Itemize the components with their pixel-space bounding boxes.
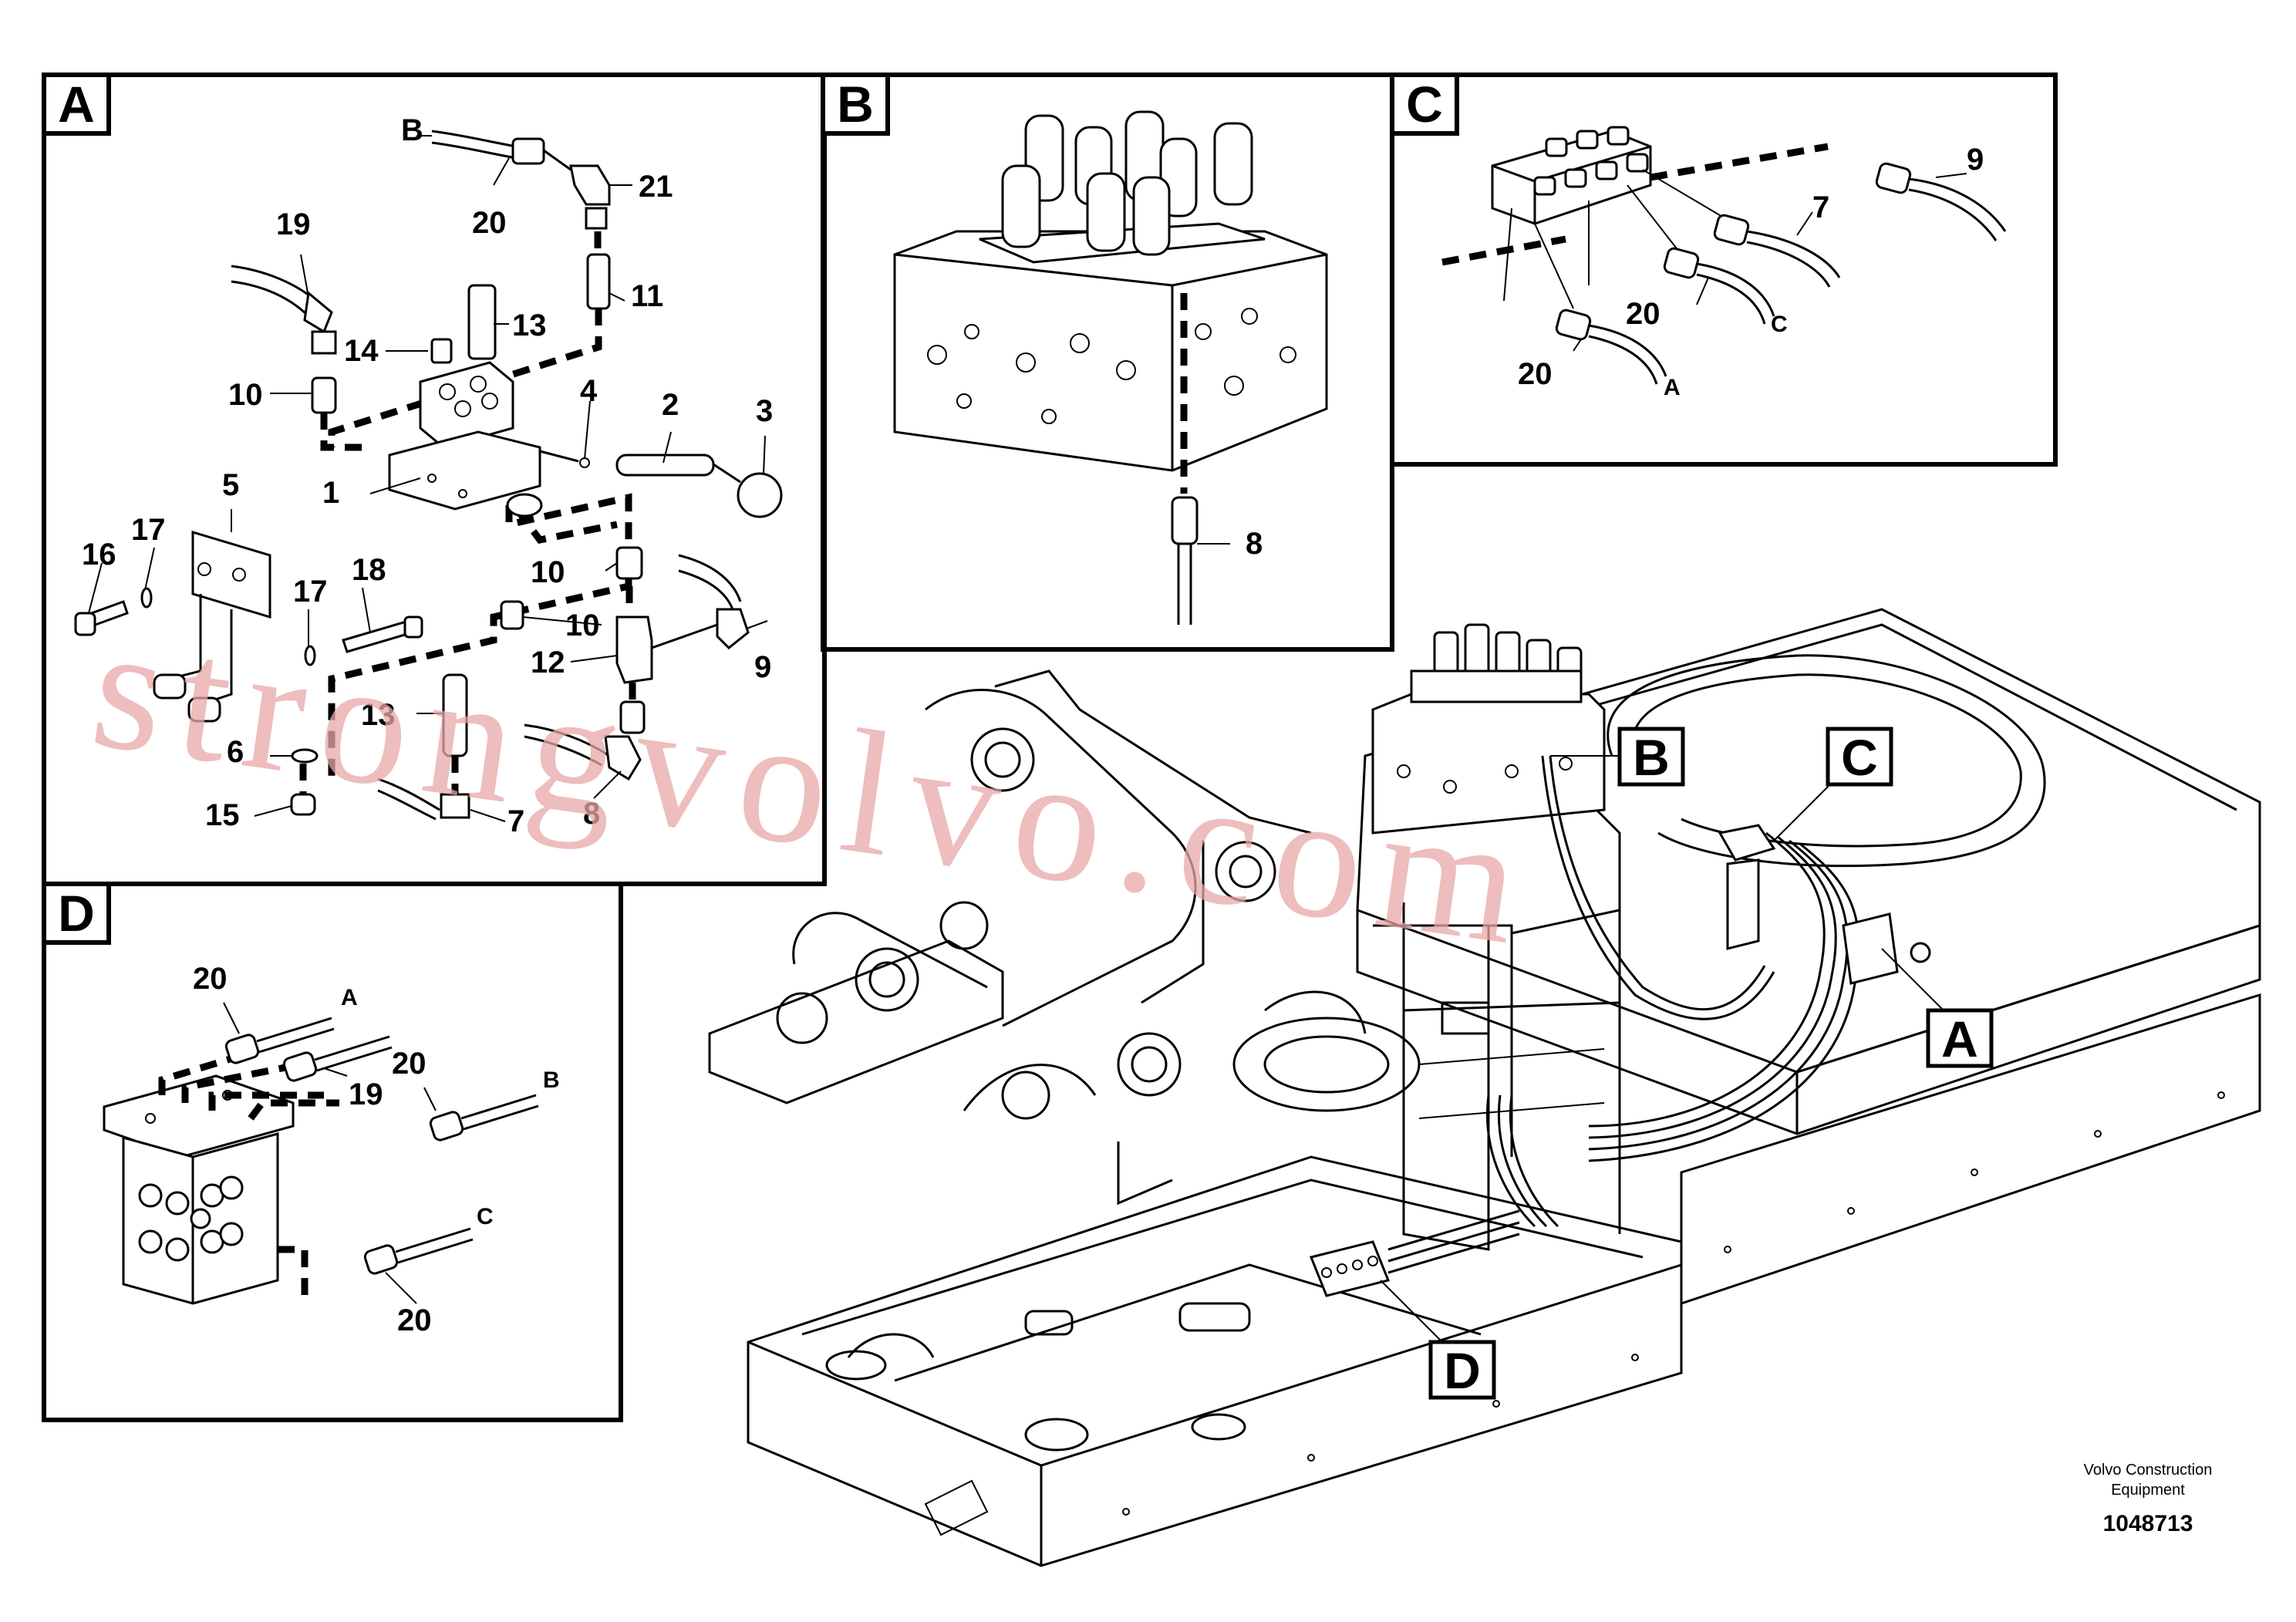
main-control-valve <box>1371 623 1606 835</box>
panel-d-label-a: A <box>341 985 358 1010</box>
panel-c-labels: 9 7 20 C 20 A <box>1518 143 1984 400</box>
label-8: 8 <box>583 797 600 831</box>
panel-d-label-20-mid: 20 <box>392 1047 426 1081</box>
label-21: 21 <box>639 170 673 204</box>
detail-panel-a: A <box>42 73 827 886</box>
credit-line-1: Volvo Construction <box>2084 1462 2213 1479</box>
panel-b-label-8: 8 <box>1246 527 1263 561</box>
panel-c-label-20-right: 20 <box>1626 297 1660 331</box>
panel-d-label-c: C <box>477 1204 494 1229</box>
panel-d-labels: 20 A 19 20 B C 20 <box>193 962 560 1337</box>
label-7: 7 <box>507 804 524 838</box>
label-14: 14 <box>344 334 379 368</box>
panel-d-label-19: 19 <box>349 1077 383 1111</box>
label-11: 11 <box>631 279 663 313</box>
callout-b-letter: B <box>1633 729 1670 786</box>
callout-d-letter: D <box>1444 1342 1481 1399</box>
panel-c-label-c: C <box>1771 312 1788 337</box>
detail-panel-d: D <box>42 882 623 1422</box>
label-19: 19 <box>276 207 311 241</box>
callout-c: C <box>1826 727 1893 787</box>
label-1: 1 <box>322 476 339 510</box>
label-3: 3 <box>756 394 773 428</box>
panel-a-letter: A <box>58 76 95 133</box>
callout-c-letter: C <box>1841 729 1878 786</box>
label-b: B <box>401 113 423 147</box>
label-15: 15 <box>205 798 240 832</box>
label-5: 5 <box>222 468 239 502</box>
label-20: 20 <box>472 206 507 240</box>
credit-line-2: Equipment <box>2111 1482 2185 1499</box>
panel-d-letter: D <box>58 885 95 942</box>
panel-d-label-20-bottom: 20 <box>397 1303 432 1337</box>
panel-c-letter: C <box>1406 76 1443 133</box>
detail-panel-b: B <box>821 73 1394 652</box>
label-9: 9 <box>754 650 771 684</box>
label-10-left: 10 <box>228 378 263 412</box>
label-17-right: 17 <box>293 575 328 609</box>
callout-a-letter: A <box>1941 1010 1978 1067</box>
panel-d-label-20-top: 20 <box>193 962 228 996</box>
detail-panel-c: C <box>1390 73 2058 467</box>
callout-b: B <box>1617 727 1685 787</box>
watermark-text: strongvolvo.com <box>82 587 1547 983</box>
label-10-low: 10 <box>565 609 600 642</box>
label-12: 12 <box>531 646 565 679</box>
label-17-left: 17 <box>131 513 166 547</box>
label-13-top: 13 <box>512 309 547 342</box>
label-18: 18 <box>352 553 386 587</box>
drawing-number: 1048713 <box>2103 1511 2193 1536</box>
label-2: 2 <box>662 388 679 422</box>
label-6: 6 <box>227 735 244 769</box>
label-10-mid: 10 <box>531 555 565 589</box>
label-16: 16 <box>82 538 116 572</box>
panel-c-label-20-left: 20 <box>1518 357 1553 391</box>
panel-c-label-9: 9 <box>1967 143 1984 177</box>
label-13-low: 13 <box>361 698 396 732</box>
panel-c-label-a: A <box>1664 375 1681 400</box>
credit-block: Volvo Construction Equipment 1048713 <box>2084 1462 2213 1536</box>
panel-d-label-b: B <box>543 1067 560 1093</box>
callout-d: D <box>1428 1340 1496 1400</box>
callout-a: A <box>1926 1008 1994 1068</box>
panel-c-label-7: 7 <box>1812 191 1829 224</box>
panel-b-letter: B <box>837 76 874 133</box>
machine-frame-illustration <box>708 608 2261 1567</box>
label-4: 4 <box>580 374 598 408</box>
panel-a-labels: B 20 21 19 11 13 14 10 4 2 3 1 5 16 17 1… <box>82 113 773 838</box>
